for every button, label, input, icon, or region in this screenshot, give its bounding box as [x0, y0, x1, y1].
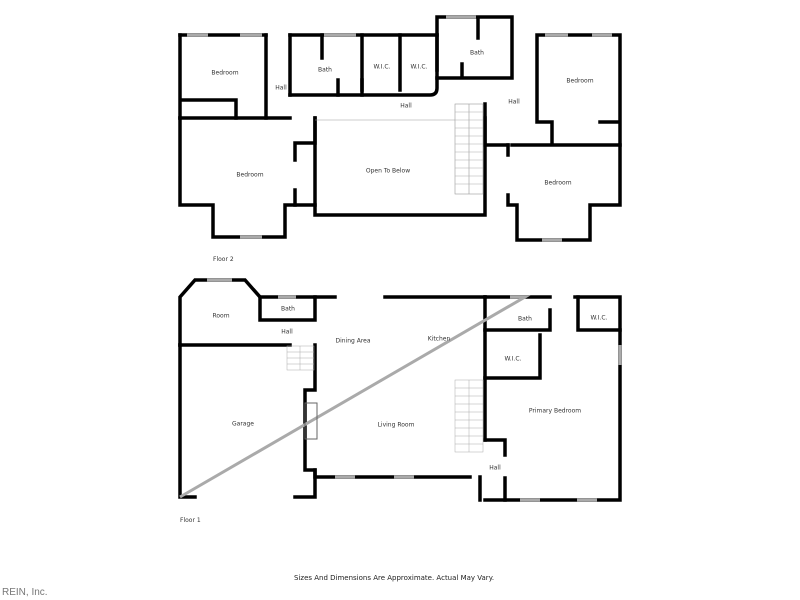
room-label: Kitchen — [427, 335, 451, 343]
room-label: Room — [212, 312, 230, 320]
disclaimer-text: Sizes And Dimensions Are Approximate. Ac… — [294, 574, 495, 582]
room-label: Bedroom — [211, 69, 239, 77]
room-label: W.I.C. — [373, 63, 391, 71]
floor-1-label: Floor 1 — [180, 517, 201, 524]
room-label: Bedroom — [566, 77, 594, 85]
room-label: Living Room — [377, 421, 415, 429]
room-label: Bath — [470, 49, 484, 57]
room-label: W.I.C. — [504, 355, 522, 363]
room-label: W.I.C. — [590, 314, 608, 322]
room-label: Bath — [281, 305, 295, 313]
room-label: Open To Below — [365, 167, 411, 175]
room-label: Bedroom — [236, 171, 264, 179]
watermark: REIN, Inc. — [2, 587, 48, 598]
room-label: Bath — [518, 315, 532, 323]
room-label: Bedroom — [544, 179, 572, 187]
room-label: Garage — [232, 420, 254, 428]
room-label: Primary Bedroom — [528, 407, 582, 415]
room-label: Hall — [275, 84, 287, 92]
room-label: Hall — [489, 464, 501, 472]
room-label: Hall — [508, 98, 520, 106]
room-label: Bath — [318, 66, 332, 74]
room-label: Hall — [400, 102, 412, 110]
room-label: W.I.C. — [410, 63, 428, 71]
room-label: Dining Area — [335, 337, 371, 345]
room-label: Hall — [281, 328, 293, 336]
floor-2-label: Floor 2 — [213, 256, 234, 263]
